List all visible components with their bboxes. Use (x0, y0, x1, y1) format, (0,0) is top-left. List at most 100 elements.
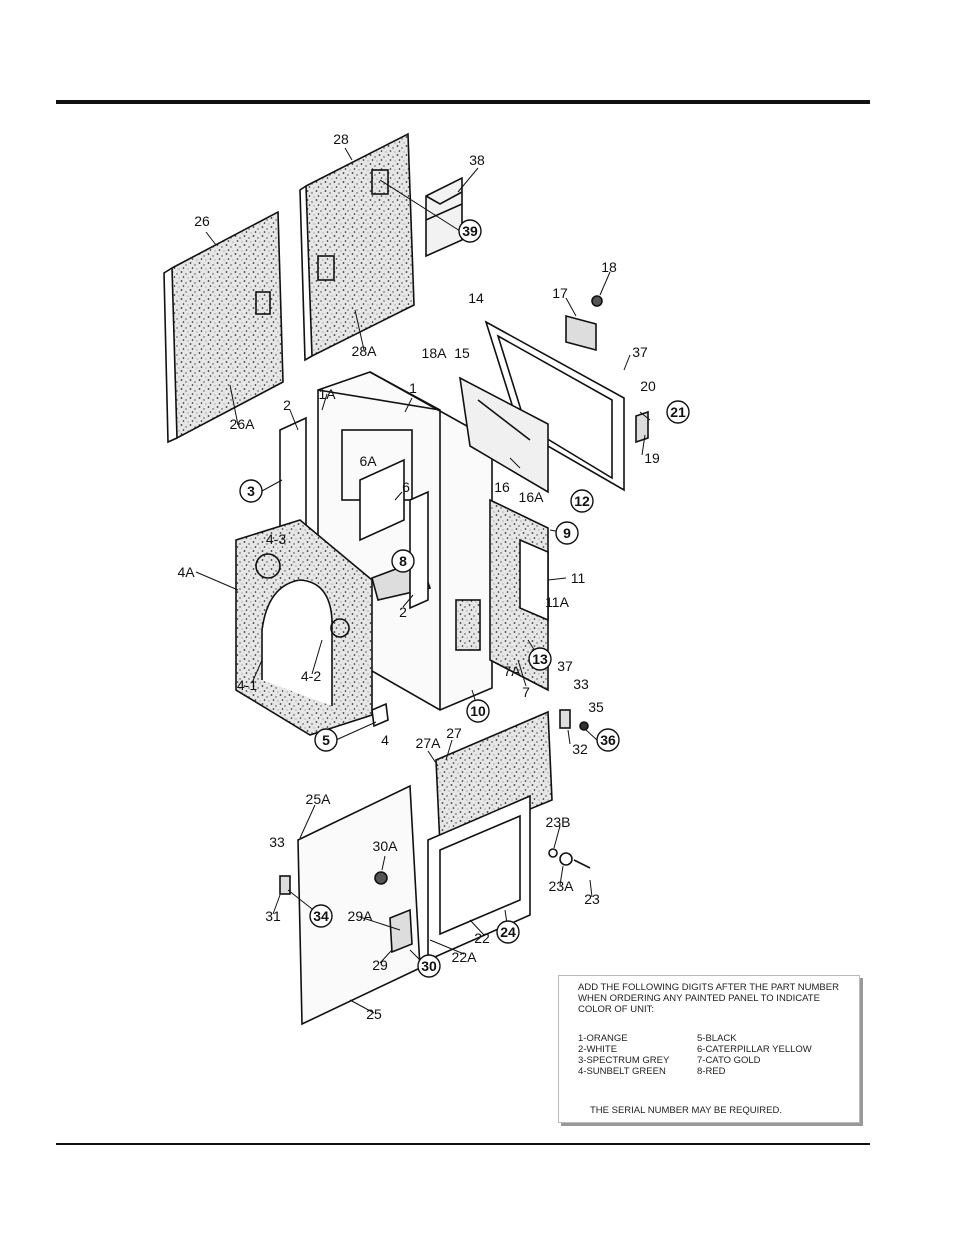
color-code-row: 3-SPECTRUM GREY 7-CATO GOLD (578, 1055, 848, 1066)
color-code-item: 3-SPECTRUM GREY (578, 1055, 670, 1066)
callout-4A: 4A (177, 564, 195, 580)
color-code-item: 4-SUNBELT GREEN (578, 1066, 666, 1077)
callout-4: 4 (381, 732, 389, 748)
callout-25: 25 (366, 1006, 382, 1022)
callout-29: 29 (372, 957, 388, 973)
callout-36: 36 (600, 732, 616, 748)
callout-22A: 22A (452, 949, 478, 965)
callout-19: 19 (644, 450, 660, 466)
callout-circle-36 (596, 728, 620, 752)
color-code-item: 5-BLACK (697, 1033, 737, 1044)
color-code-item: 1-ORANGE (578, 1033, 628, 1044)
callout-circle-39 (458, 219, 482, 243)
callout-circle-8 (391, 549, 415, 573)
color-code-list: 1-ORANGE 5-BLACK 2-WHITE 6-CATERPILLAR Y… (578, 1033, 848, 1077)
callout-14: 14 (468, 290, 484, 306)
bracket-2 (409, 490, 429, 610)
callout-circle-9 (555, 521, 579, 545)
callout-2-top: 2 (283, 397, 291, 413)
callout-37-top: 37 (632, 344, 648, 360)
callout-5: 5 (322, 732, 330, 748)
callout-32: 32 (572, 741, 588, 757)
callout-25A: 25A (306, 791, 332, 807)
callout-circle-34 (309, 904, 333, 928)
callout-circle-13 (528, 647, 552, 671)
callout-23: 23 (584, 891, 600, 907)
callout-16: 16 (494, 479, 510, 495)
callout-7: 7 (522, 684, 530, 700)
door-27 (427, 710, 553, 962)
part-38 (425, 176, 463, 258)
callout-26A: 26A (230, 416, 256, 432)
callout-18A: 18A (422, 345, 448, 361)
switch-17 (565, 295, 603, 352)
callout-18: 18 (601, 259, 617, 275)
latch-31 (279, 875, 291, 895)
callout-12: 12 (574, 493, 590, 509)
color-code-note: ADD THE FOLLOWING DIGITS AFTER THE PART … (558, 975, 860, 1123)
hinge-19 (635, 410, 649, 444)
callout-1A: 1A (318, 386, 336, 402)
color-code-row: 1-ORANGE 5-BLACK (578, 1033, 848, 1044)
callout-16A: 16A (519, 489, 545, 505)
callout-15: 15 (454, 345, 470, 361)
callout-2-mid: 2 (399, 604, 407, 620)
callout-27: 27 (446, 725, 462, 741)
callout-22: 22 (474, 930, 490, 946)
callout-1: 1 (409, 380, 417, 396)
color-code-item: 7-CATO GOLD (697, 1055, 761, 1066)
door-25 (297, 784, 421, 1026)
note-heading: ADD THE FOLLOWING DIGITS AFTER THE PART … (578, 982, 839, 1015)
callout-circle-21 (666, 400, 690, 424)
callout-4-1: 4-1 (237, 677, 257, 693)
callout-circle-12 (570, 489, 594, 513)
window-15 (458, 376, 549, 494)
callout-21: 21 (670, 404, 686, 420)
callout-10: 10 (470, 703, 486, 719)
callout-37-mid: 37 (557, 658, 573, 674)
callout-circle-10 (466, 699, 490, 723)
callout-26: 26 (194, 213, 210, 229)
callout-11: 11 (571, 570, 586, 586)
callout-23A: 23A (549, 878, 575, 894)
color-code-row: 4-SUNBELT GREEN 8-RED (578, 1066, 848, 1077)
color-code-item: 2-WHITE (578, 1044, 618, 1055)
panel-14 (458, 320, 625, 494)
callout-33-left: 33 (269, 834, 285, 850)
callout-4-3: 4-3 (266, 531, 286, 547)
callout-3: 3 (247, 483, 255, 499)
callout-29A: 29A (348, 908, 374, 924)
callout-9: 9 (563, 525, 571, 541)
callout-circle-5 (314, 728, 338, 752)
color-code-item: 8-RED (697, 1066, 726, 1077)
callout-20: 20 (640, 378, 656, 394)
callout-27A: 27A (416, 735, 442, 751)
panel-28 (299, 132, 415, 362)
callout-28: 28 (333, 131, 349, 147)
callout-6A: 6A (359, 453, 377, 469)
color-code-item: 6-CATERPILLAR YELLOW (697, 1044, 812, 1055)
callout-30: 30 (421, 958, 437, 974)
callout-17: 17 (552, 285, 568, 301)
note-footer: THE SERIAL NUMBER MAY BE REQUIRED. (590, 1105, 782, 1116)
callout-circle-30 (417, 954, 441, 978)
callout-13: 13 (532, 651, 548, 667)
callout-7A: 7A (503, 663, 521, 679)
frame-4 (235, 519, 389, 736)
callout-23B: 23B (546, 814, 571, 830)
callout-circle-24 (496, 920, 520, 944)
callout-28A: 28A (352, 343, 378, 359)
callout-31: 31 (265, 908, 281, 924)
callout-11A: 11A (545, 594, 570, 610)
callout-35: 35 (588, 699, 604, 715)
latch-32 (559, 709, 571, 729)
callout-30A: 30A (373, 838, 399, 854)
callout-8: 8 (399, 553, 407, 569)
callout-34: 34 (313, 908, 329, 924)
callout-38: 38 (469, 152, 485, 168)
callout-6: 6 (402, 479, 410, 495)
callout-circle-3 (239, 479, 263, 503)
panel-11 (519, 538, 549, 622)
callout-24: 24 (500, 924, 516, 940)
